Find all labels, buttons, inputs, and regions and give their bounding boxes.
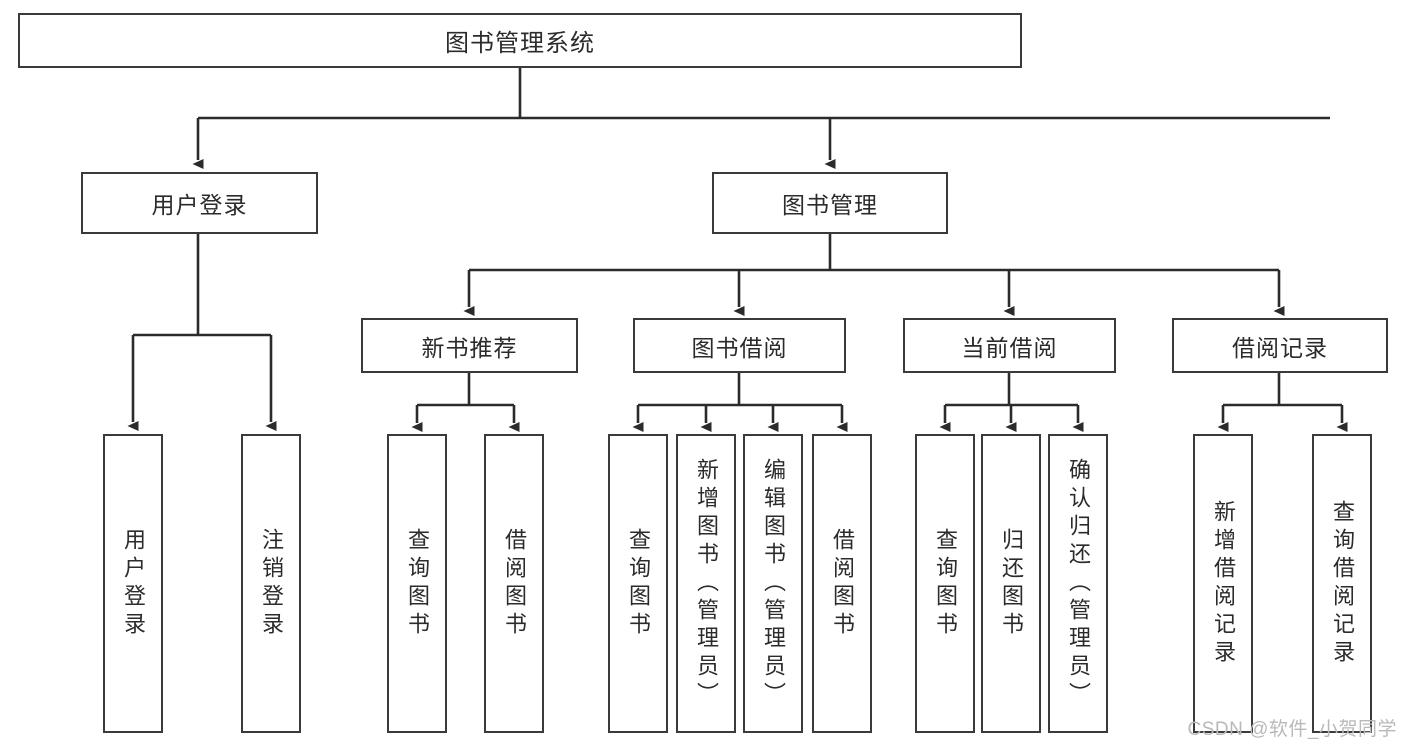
- node-borrow-record[interactable]: 借阅记录: [1172, 318, 1388, 373]
- node-user-login[interactable]: 用户登录: [81, 172, 318, 234]
- leaf-query-book-3-label: 查询图书: [933, 527, 958, 640]
- node-root-label: 图书管理系统: [445, 30, 595, 57]
- leaf-borrow-book-2-label: 借阅图书: [830, 527, 855, 640]
- node-root[interactable]: 图书管理系统: [18, 13, 1022, 68]
- leaf-edit-book[interactable]: 编辑图书（管理员）: [743, 434, 803, 733]
- leaf-edit-book-label: 编辑图书（管理员）: [761, 457, 786, 710]
- leaf-return-book[interactable]: 归还图书: [981, 434, 1041, 733]
- node-book-management[interactable]: 图书管理: [712, 172, 948, 234]
- leaf-add-record-label: 新增借阅记录: [1211, 499, 1236, 668]
- node-new-book-recommend-label: 新书推荐: [421, 334, 518, 361]
- leaf-query-book-1[interactable]: 查询图书: [387, 434, 447, 733]
- node-current-borrow[interactable]: 当前借阅: [903, 318, 1116, 373]
- leaf-query-book-1-label: 查询图书: [405, 527, 430, 640]
- leaf-borrow-book-1-label: 借阅图书: [502, 527, 527, 640]
- node-book-borrow[interactable]: 图书借阅: [633, 318, 846, 373]
- leaf-user-login-label: 用户登录: [121, 527, 146, 640]
- leaf-borrow-book-1[interactable]: 借阅图书: [484, 434, 544, 733]
- leaf-borrow-book-2[interactable]: 借阅图书: [812, 434, 872, 733]
- leaf-add-record[interactable]: 新增借阅记录: [1193, 434, 1253, 733]
- leaf-query-record[interactable]: 查询借阅记录: [1312, 434, 1372, 733]
- leaf-query-book-3[interactable]: 查询图书: [915, 434, 975, 733]
- leaf-logout-login-label: 注销登录: [259, 527, 284, 640]
- node-borrow-record-label: 借阅记录: [1232, 334, 1328, 361]
- watermark-text: CSDN @软件_小贺同学: [1187, 719, 1397, 740]
- node-user-login-label: 用户登录: [151, 192, 248, 218]
- leaf-confirm-return[interactable]: 确认归还（管理员）: [1048, 434, 1108, 733]
- node-book-management-label: 图书管理: [782, 192, 878, 218]
- leaf-query-book-2-label: 查询图书: [626, 527, 651, 640]
- leaf-query-book-2[interactable]: 查询图书: [608, 434, 668, 733]
- node-book-borrow-label: 图书借阅: [691, 334, 788, 361]
- node-current-borrow-label: 当前借阅: [961, 334, 1058, 361]
- leaf-confirm-return-label: 确认归还（管理员）: [1066, 457, 1091, 710]
- leaf-query-record-label: 查询借阅记录: [1330, 499, 1355, 668]
- leaf-user-login[interactable]: 用户登录: [103, 434, 163, 733]
- leaf-add-book-label: 新增图书（管理员）: [694, 457, 719, 710]
- node-new-book-recommend[interactable]: 新书推荐: [361, 318, 578, 373]
- leaf-return-book-label: 归还图书: [999, 527, 1024, 640]
- leaf-add-book[interactable]: 新增图书（管理员）: [676, 434, 736, 733]
- leaf-logout-login[interactable]: 注销登录: [241, 434, 301, 733]
